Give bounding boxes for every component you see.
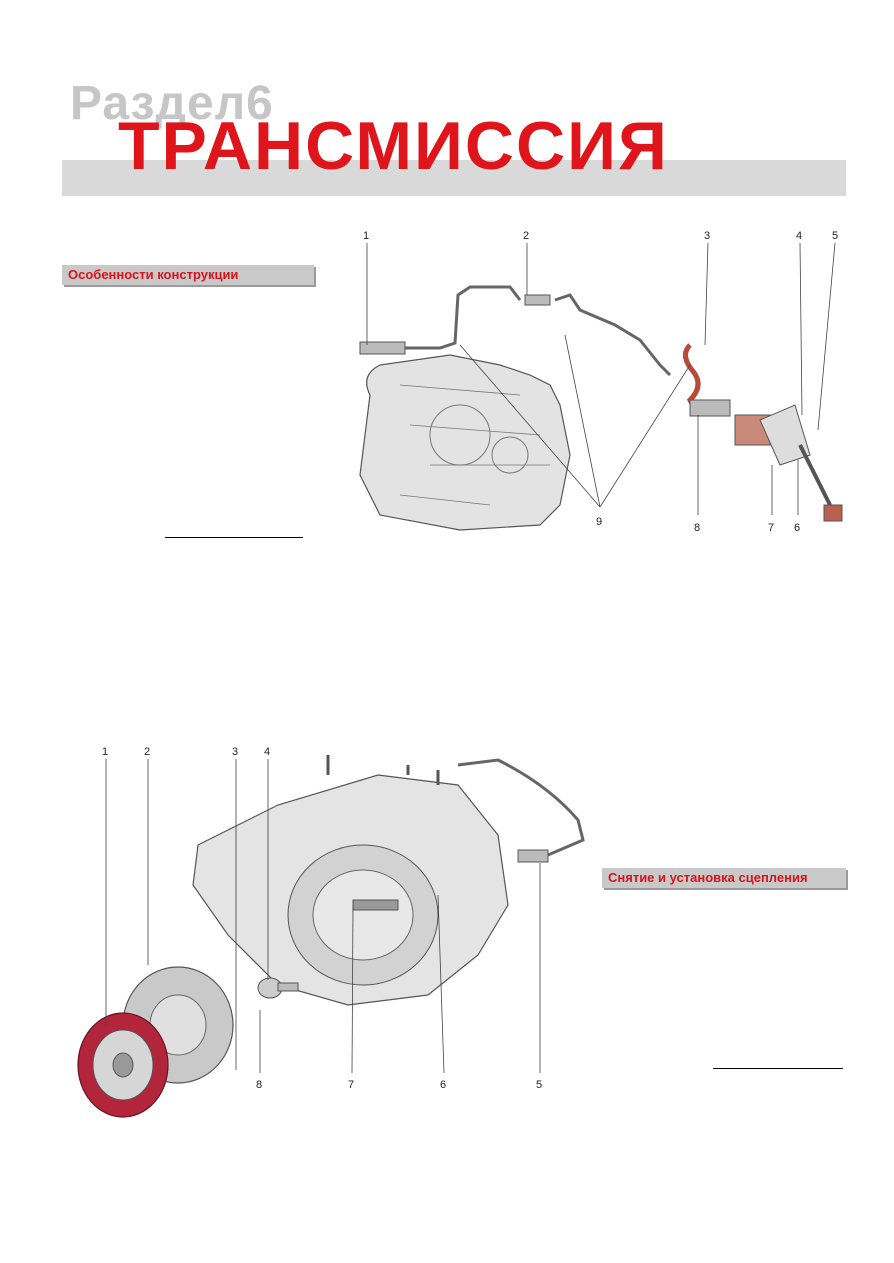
callout-4: 4: [264, 746, 270, 758]
page-title: ТРАНСМИССИЯ: [118, 108, 669, 184]
callout-7: 7: [348, 1079, 354, 1091]
clutch-components-illustration: 1 2 3 4 8 7 6 5: [77, 746, 585, 1118]
callout-5: 5: [536, 1079, 542, 1091]
callout-3: 3: [232, 746, 238, 758]
clutch-drive-illustration: 1 2 3 4 5 9 8 7 6: [359, 230, 843, 534]
section-label: Раздел6: [70, 77, 274, 130]
callout-3: 3: [704, 230, 710, 242]
header-band: [62, 160, 846, 196]
callout-6: 6: [794, 522, 800, 534]
footnote-rule-bottom: [713, 1068, 843, 1069]
callout-9: 9: [596, 516, 602, 528]
callout-2: 2: [523, 230, 529, 242]
callout-1: 1: [363, 230, 369, 242]
footnote-rule-top: [165, 537, 303, 538]
callout-8: 8: [694, 522, 700, 534]
callout-6: 6: [440, 1079, 446, 1091]
callout-7: 7: [768, 522, 774, 534]
callout-1: 1: [102, 746, 108, 758]
subheading-design-features: Особенности конструкции: [62, 265, 314, 285]
subheading-clutch-removal: Снятие и установка сцепления: [602, 868, 846, 888]
callout-4: 4: [796, 230, 802, 242]
callout-2: 2: [144, 746, 150, 758]
callout-8: 8: [256, 1079, 262, 1091]
callout-5: 5: [832, 230, 838, 242]
